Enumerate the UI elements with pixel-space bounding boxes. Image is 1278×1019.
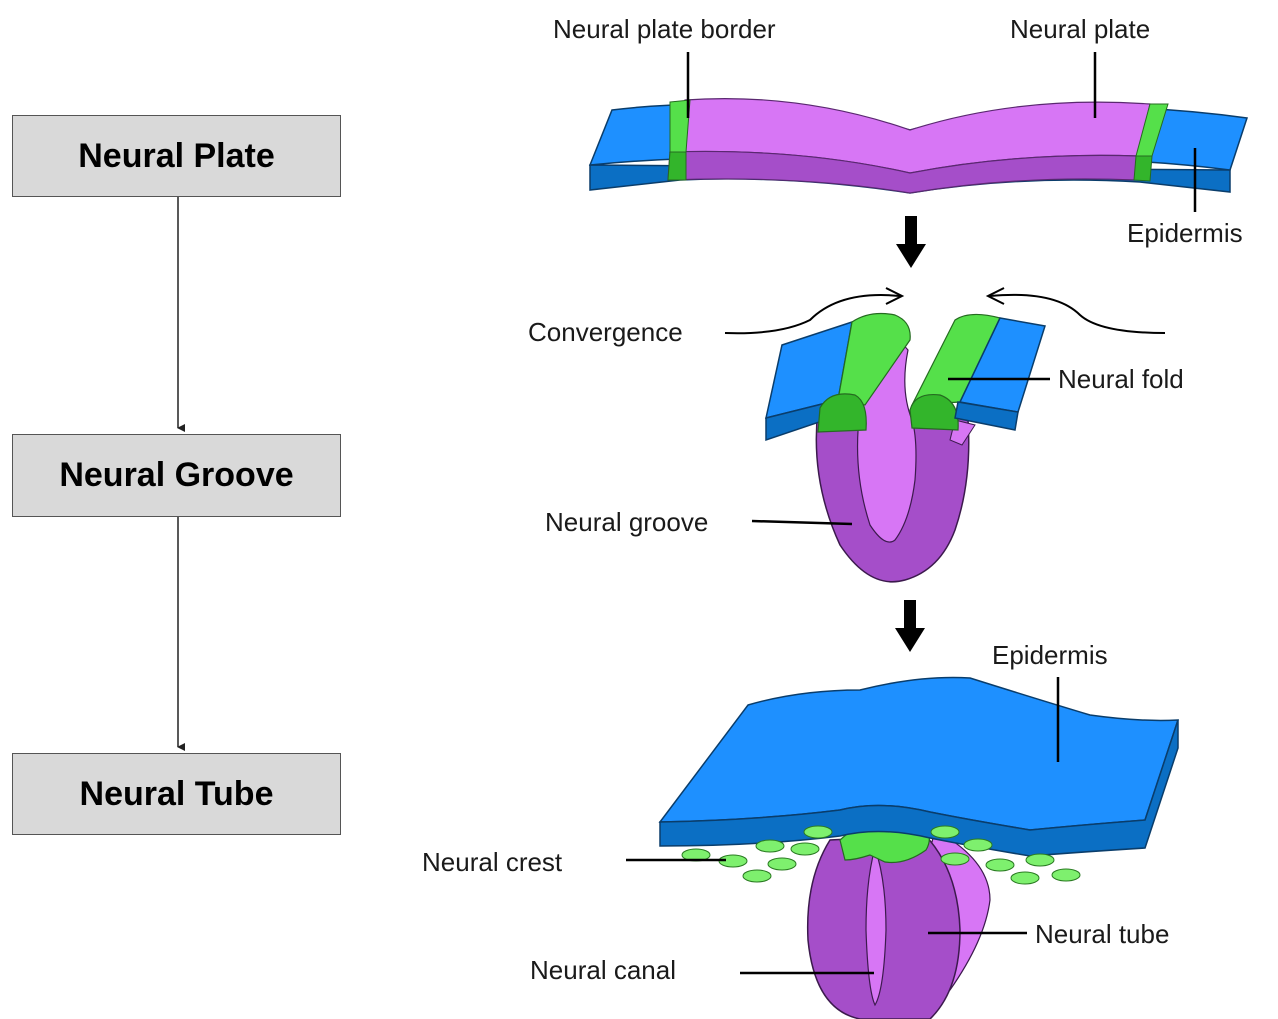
label-neural-canal: Neural canal bbox=[530, 955, 676, 985]
label-neural-plate-border: Neural plate border bbox=[553, 14, 776, 44]
label-epidermis-top: Epidermis bbox=[1127, 218, 1243, 248]
label-convergence: Convergence bbox=[528, 317, 683, 347]
label-neural-crest: Neural crest bbox=[422, 847, 563, 877]
label-neural-fold: Neural fold bbox=[1058, 364, 1184, 394]
transition-arrow-1 bbox=[896, 216, 926, 268]
label-neural-groove: Neural groove bbox=[545, 507, 708, 537]
label-neural-tube: Neural tube bbox=[1035, 919, 1169, 949]
neural-tube-illustration bbox=[660, 678, 1178, 1019]
neural-groove-illustration bbox=[725, 288, 1165, 582]
transition-arrow-2 bbox=[895, 600, 925, 652]
label-epidermis-bottom: Epidermis bbox=[992, 640, 1108, 670]
label-neural-plate: Neural plate bbox=[1010, 14, 1150, 44]
